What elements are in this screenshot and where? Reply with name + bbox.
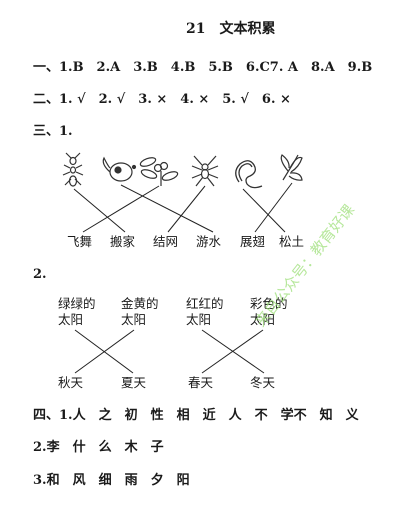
answers-section-4-3: 3.和 风 细 雨 夕 阳 bbox=[33, 473, 190, 488]
page-title: 21 文本积累 bbox=[186, 21, 276, 37]
season: 冬天 bbox=[250, 375, 276, 390]
adjective: 彩色的 bbox=[250, 296, 288, 311]
season: 夏天 bbox=[121, 375, 147, 390]
season: 春天 bbox=[188, 375, 214, 390]
match-word: 搬家 bbox=[110, 234, 136, 249]
dragonfly-icon bbox=[139, 157, 179, 186]
sun-word: 太阳 bbox=[121, 312, 147, 327]
sun-word: 太阳 bbox=[250, 312, 276, 327]
sun-word: 太阳 bbox=[58, 312, 84, 327]
answers-section-2: 二、1. √ 2. √ 3. × 4. × 5. √ 6. × bbox=[33, 92, 291, 107]
matching-lines-1 bbox=[73, 182, 293, 233]
answers-section-1: 一、1.B 2.A 3.B 4.B 5.B 6.C7. A 8.A 9.B bbox=[33, 60, 373, 75]
adjective: 红红的 bbox=[186, 296, 224, 311]
answers-section-3-label: 三、1. bbox=[33, 124, 73, 139]
matching-lines-2 bbox=[74, 329, 265, 374]
ant-icon bbox=[62, 152, 84, 187]
match-word: 游水 bbox=[196, 234, 222, 249]
match-word: 展翅 bbox=[240, 234, 266, 249]
season: 秋天 bbox=[58, 375, 84, 390]
match-word: 飞舞 bbox=[67, 234, 93, 249]
adjective: 金黄的 bbox=[121, 296, 159, 311]
earthworm-icon bbox=[235, 160, 263, 189]
section-3-2-label: 2. bbox=[33, 267, 47, 282]
match-word: 松土 bbox=[279, 234, 305, 249]
spider-icon bbox=[191, 155, 219, 187]
answers-section-4-2: 2.李 什 么 木 子 bbox=[33, 440, 164, 455]
butterfly-icon bbox=[280, 154, 303, 181]
adjective: 绿绿的 bbox=[58, 296, 96, 311]
sun-word: 太阳 bbox=[186, 312, 212, 327]
match-word: 结网 bbox=[153, 234, 179, 249]
tadpole-icon bbox=[102, 156, 137, 182]
answers-section-4-1: 四、1.人 之 初 性 相 近 人 不 学不 知 义 bbox=[33, 408, 359, 423]
